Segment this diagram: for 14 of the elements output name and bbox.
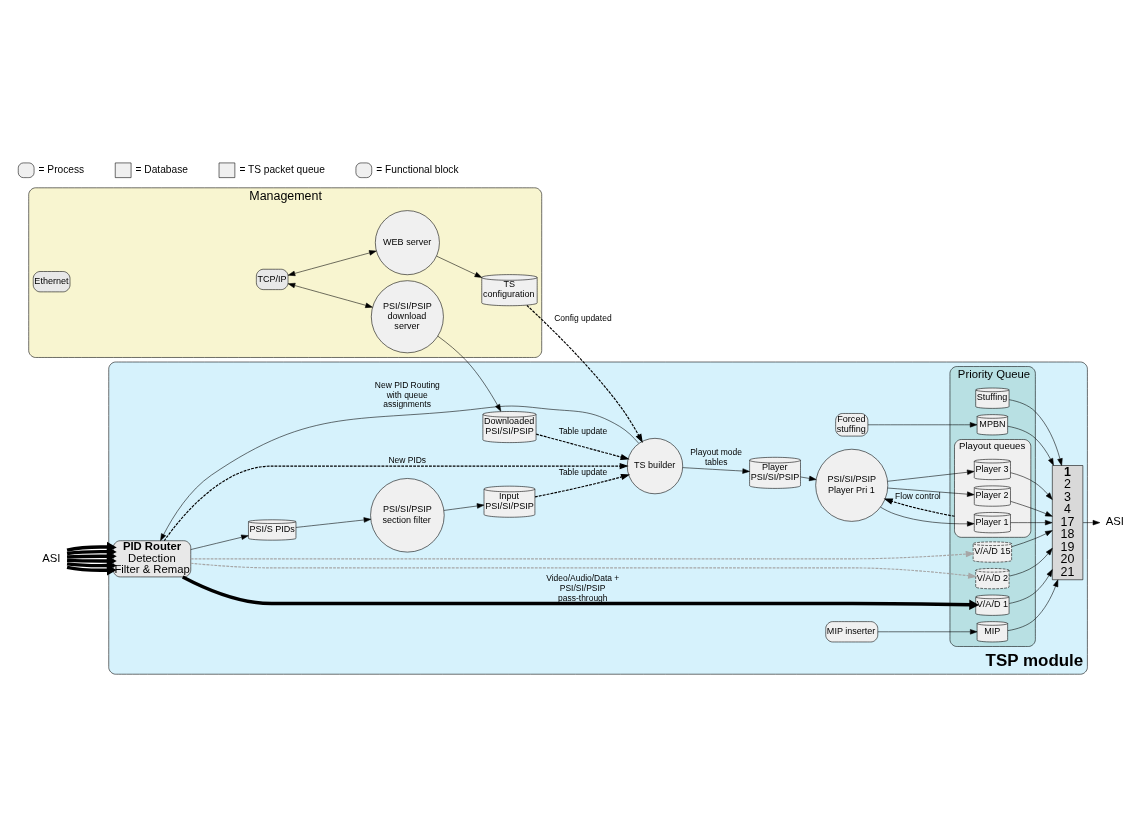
edge-label: New PID Routing with queue assignments	[374, 379, 440, 409]
edge-label: Flow control	[895, 490, 941, 501]
legend-label: = Functional block	[376, 163, 459, 175]
node-text: ASI	[42, 551, 61, 564]
edge-label: Video/Audio/Data + PSI/SI/PSIP pass-through	[546, 572, 620, 603]
edge-label: Playout mode tables	[690, 446, 742, 467]
edge-label: Table update	[558, 425, 608, 436]
legend-label: = Process	[38, 163, 85, 175]
node-text: ASI	[1105, 514, 1124, 527]
edge-label: Table update	[558, 466, 608, 477]
legend-label: = Database	[135, 163, 188, 175]
legend-label: = TS packet queue	[239, 163, 325, 175]
edge-label: Config updated	[554, 312, 612, 323]
edge-label: New PIDs	[388, 454, 427, 465]
